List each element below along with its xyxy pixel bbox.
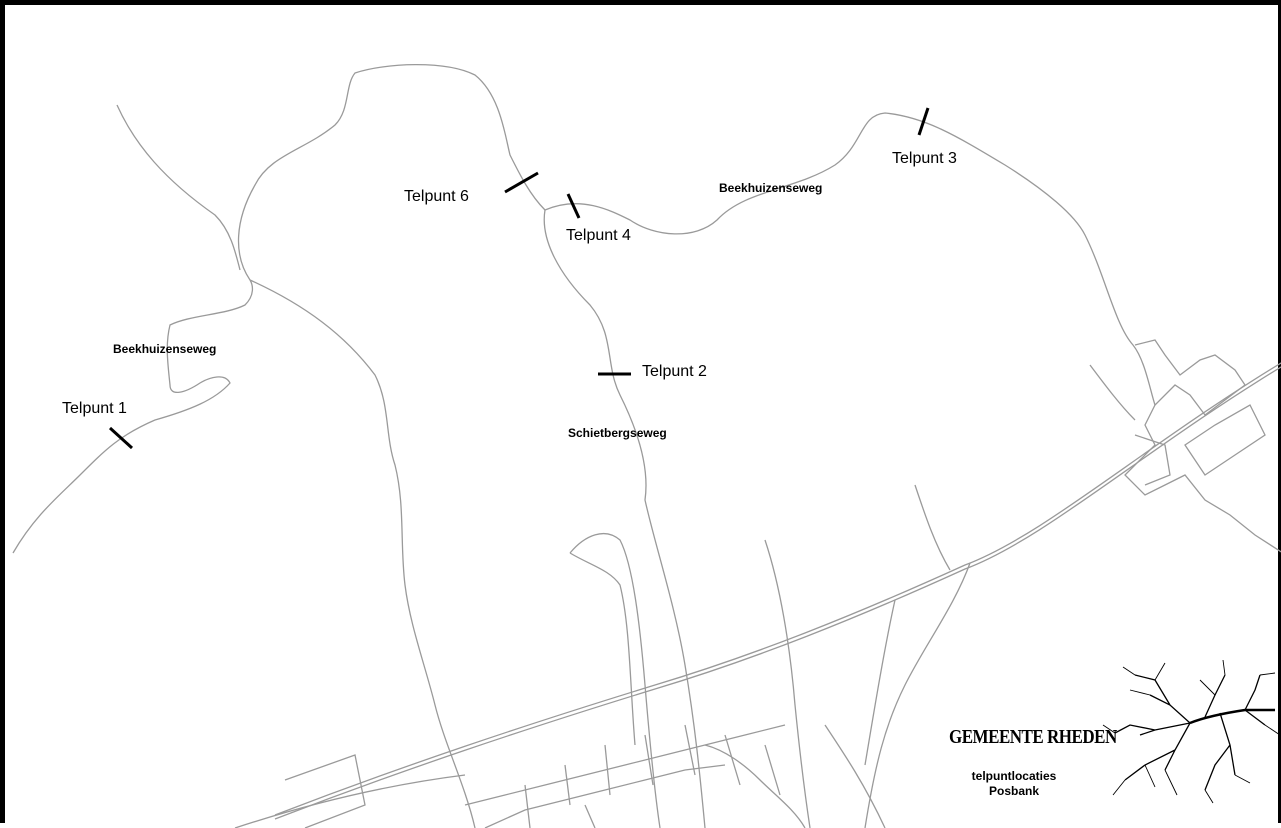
road-map [12,63,1281,828]
telpunt-4-marker [566,193,581,219]
road-south-west-1 [284,754,366,828]
street-label-beekhuizenseweg-west: Beekhuizenseweg [113,342,217,356]
road-west-branch [116,104,241,271]
road-south-c [764,539,811,828]
town-south-grid-4 [704,744,806,828]
tree-logo [1102,659,1281,804]
road-south-e [864,599,896,766]
telpunt-1-label: Telpunt 1 [62,400,127,417]
road-network [12,63,1281,828]
legend-caption-line2: Posbank [988,784,1039,798]
road-east-a [914,484,951,571]
legend-brand: GEMEENTE RHEDEN [949,725,1117,748]
town-east-grid [1124,339,1281,553]
town-south-grid-5 [824,724,886,828]
road-east-b [1089,364,1136,421]
road-south-d [864,562,971,828]
legend-caption: telpuntlocaties Posbank [959,769,1069,799]
telpunt-1-marker [108,426,134,450]
road-south-a [569,532,661,828]
telpunt-4-label: Telpunt 4 [566,227,631,244]
road-south-b [569,552,636,746]
town-east-grid-3 [1134,434,1171,486]
street-label-beekhuizenseweg-north: Beekhuizenseweg [719,181,823,195]
street-label-schietbergseweg: Schietbergseweg [568,426,667,440]
road-south-west-2 [234,774,466,828]
telpunt-6-label: Telpunt 6 [404,188,469,205]
railway-line-1 [274,362,1281,816]
town-east-grid-2 [1184,404,1266,476]
town-south-grid [464,724,786,806]
town-south-grid-3 [524,724,781,828]
road-schietbergseweg [543,209,706,828]
road-west-diagonal [249,279,476,828]
telpunt-3-label: Telpunt 3 [892,150,957,167]
counting-point-markers [108,107,930,450]
telpunt-6-marker [504,171,539,194]
telpunt-3-marker [917,107,930,136]
town-south-grid-2 [484,764,726,828]
road-posbank-loop [237,63,1156,406]
legend-caption-line1: telpuntlocaties [971,769,1057,783]
road-beekhuizenseweg-west [12,279,254,554]
telpunt-2-label: Telpunt 2 [642,363,707,380]
railway-line-2 [274,366,1281,820]
